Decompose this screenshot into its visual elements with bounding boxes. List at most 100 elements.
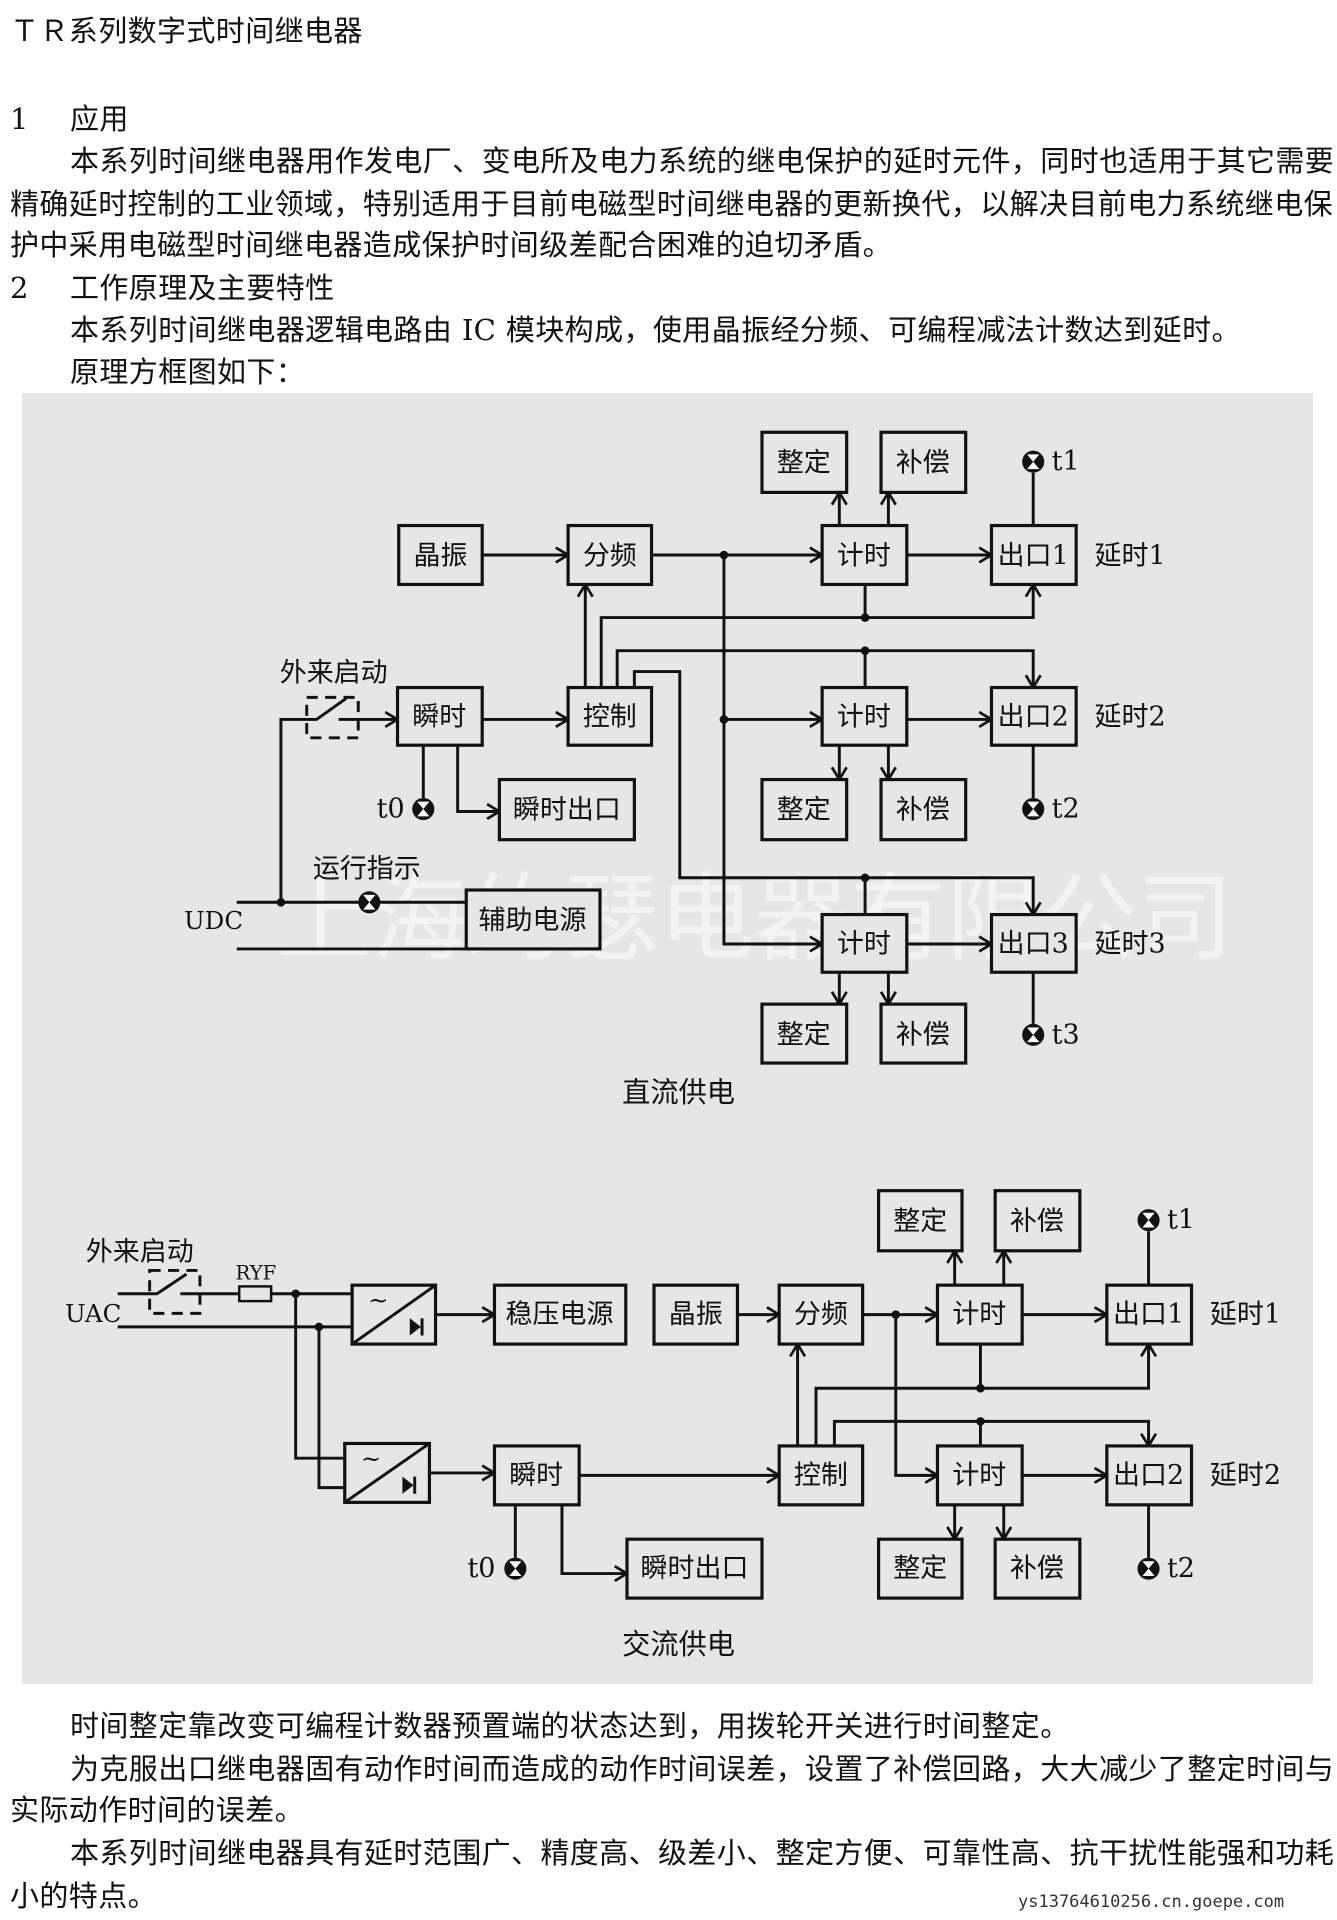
svg-text:~: ~	[368, 1285, 389, 1314]
svg-text:出口3: 出口3	[998, 929, 1069, 960]
box-output: 出口2	[989, 685, 1078, 747]
paragraph-line: 为克服出口继电器固有动作时间而造成的动作时间误差，设置了补偿回路，大大减少了整定…	[70, 1752, 1335, 1786]
box-timer: 计时	[820, 912, 909, 974]
rectifier-icon: ~	[350, 1283, 438, 1346]
svg-text:出口1: 出口1	[998, 541, 1069, 572]
delay-label: 延时1	[1210, 1299, 1281, 1330]
paragraph-line: 本系列时间继电器用作发电厂、变电所及电力系统的继电保护的延时元件，同时也适用于其…	[70, 144, 1335, 178]
run-indicator-label: 运行指示	[313, 854, 421, 885]
svg-text:出口2: 出口2	[1113, 1460, 1184, 1491]
box-setting: 整定	[760, 777, 849, 842]
supply-label-udc: UDC	[184, 906, 243, 935]
svg-text:瞬时出口: 瞬时出口	[513, 795, 621, 826]
document-title: ＴＲ系列数字式时间继电器	[10, 14, 363, 48]
box-instant-output: 瞬时出口	[497, 777, 636, 842]
box-compensation: 补偿	[879, 430, 968, 494]
svg-text:计时: 计时	[952, 1460, 1006, 1491]
paragraph-line: 本系列时间继电器具有延时范围广、精度高、级差小、整定方便、可靠性高、抗干扰性能强…	[70, 1836, 1335, 1870]
svg-text:整定: 整定	[893, 1206, 947, 1237]
svg-text:分频: 分频	[794, 1299, 848, 1330]
svg-text:辅助电源: 辅助电源	[479, 905, 587, 936]
lamp-label: t2	[1052, 794, 1080, 825]
run-indicator-lamp-icon	[358, 891, 381, 914]
section-title: 工作原理及主要特性	[70, 271, 335, 305]
delay-label: 延时2	[1095, 701, 1166, 732]
box-control: 控制	[777, 1444, 865, 1507]
t0-label: t0	[377, 794, 405, 825]
external-start-label: 外来启动	[280, 657, 388, 688]
paragraph-line: 护中采用电磁型时间继电器造成保护时间级差配合困难的迫切矛盾。	[10, 228, 893, 262]
box-control: 控制	[566, 685, 654, 747]
svg-text:计时: 计时	[837, 541, 891, 572]
box-timer: 计时	[935, 1283, 1024, 1346]
supply-label-uac: UAC	[65, 1299, 121, 1328]
svg-text:整定: 整定	[777, 1019, 831, 1050]
svg-text:整定: 整定	[777, 795, 831, 826]
delay-label: 延时1	[1095, 541, 1166, 572]
box-timer: 计时	[820, 523, 909, 587]
source-footer: ys13764610256.cn.goepe.com	[1018, 1892, 1285, 1912]
svg-text:补偿: 补偿	[1010, 1206, 1064, 1237]
block-diagram: 上海约瑟电器有限公司	[22, 393, 1313, 1684]
box-setting: 整定	[760, 1002, 849, 1065]
svg-text:控制: 控制	[583, 701, 637, 732]
paragraph-line: 本系列时间继电器逻辑电路由 IC 模块构成，使用晶振经分频、可编程减法计数达到延…	[70, 313, 1241, 347]
box-crystal: 晶振	[652, 1283, 740, 1346]
svg-text:瞬时: 瞬时	[412, 701, 466, 732]
svg-text:瞬时: 瞬时	[509, 1460, 563, 1491]
box-setting: 整定	[760, 430, 849, 494]
svg-text:补偿: 补偿	[896, 795, 950, 826]
svg-text:分频: 分频	[583, 541, 637, 572]
lamp-label: t1	[1167, 1205, 1195, 1236]
svg-text:晶振: 晶振	[413, 541, 467, 572]
delay-label: 延时2	[1210, 1460, 1281, 1491]
box-output: 出口1	[989, 523, 1078, 587]
svg-text:补偿: 补偿	[896, 1019, 950, 1050]
box-compensation: 补偿	[993, 1189, 1082, 1253]
svg-text:补偿: 补偿	[896, 447, 950, 478]
output-lamp-icon	[1022, 797, 1045, 821]
lamp-label: t2	[1167, 1553, 1195, 1584]
paragraph-line: 精确延时控制的工业领域，特别适用于目前电磁型时间继电器的更新换代，以解决目前电力…	[10, 187, 1334, 221]
rectifier-icon: ~	[343, 1441, 432, 1504]
box-compensation: 补偿	[879, 777, 968, 842]
box-compensation: 补偿	[993, 1537, 1082, 1600]
box-aux-power: 辅助电源	[464, 888, 602, 951]
output-lamp-icon	[1022, 1023, 1045, 1046]
external-start-switch	[305, 695, 360, 740]
box-instant-output: 瞬时出口	[625, 1537, 764, 1600]
t0-lamp-icon	[504, 1557, 527, 1580]
paragraph-line: 时间整定靠改变可编程计数器预置端的状态达到，用拨轮开关进行时间整定。	[70, 1709, 1070, 1743]
ac-wires	[117, 1231, 1149, 1573]
lamp-label: t3	[1052, 1019, 1080, 1050]
box-timer: 计时	[820, 685, 909, 747]
box-divider: 分频	[566, 523, 654, 587]
section-number: 1	[10, 102, 29, 136]
delay-label: 延时3	[1095, 929, 1166, 960]
resistor-ryf	[237, 1285, 273, 1303]
dc-wires	[236, 472, 1033, 1024]
t0-lamp-icon	[412, 797, 435, 821]
svg-text:出口1: 出口1	[1113, 1299, 1184, 1330]
lamp-label: t1	[1052, 446, 1080, 477]
box-instant: 瞬时	[492, 1444, 581, 1507]
external-start-label: 外来启动	[86, 1237, 194, 1268]
svg-text:计时: 计时	[837, 929, 891, 960]
output-lamp-icon	[1137, 1557, 1160, 1580]
svg-text:瞬时出口: 瞬时出口	[641, 1553, 749, 1584]
box-divider: 分频	[777, 1283, 865, 1346]
svg-text:出口2: 出口2	[998, 701, 1069, 732]
dc-caption: 直流供电	[622, 1076, 735, 1109]
box-output: 出口1	[1105, 1283, 1194, 1346]
svg-text:计时: 计时	[952, 1299, 1006, 1330]
svg-text:稳压电源: 稳压电源	[506, 1299, 614, 1330]
svg-text:晶振: 晶振	[669, 1299, 723, 1330]
box-setting: 整定	[876, 1189, 964, 1253]
box-output: 出口2	[1105, 1444, 1194, 1507]
box-output: 出口3	[989, 912, 1078, 974]
svg-text:整定: 整定	[893, 1553, 947, 1584]
box-crystal: 晶振	[397, 523, 484, 587]
paragraph-line: 原理方框图如下：	[70, 355, 306, 389]
t0-label: t0	[467, 1553, 495, 1584]
resistor-label: RYF	[236, 1261, 277, 1284]
